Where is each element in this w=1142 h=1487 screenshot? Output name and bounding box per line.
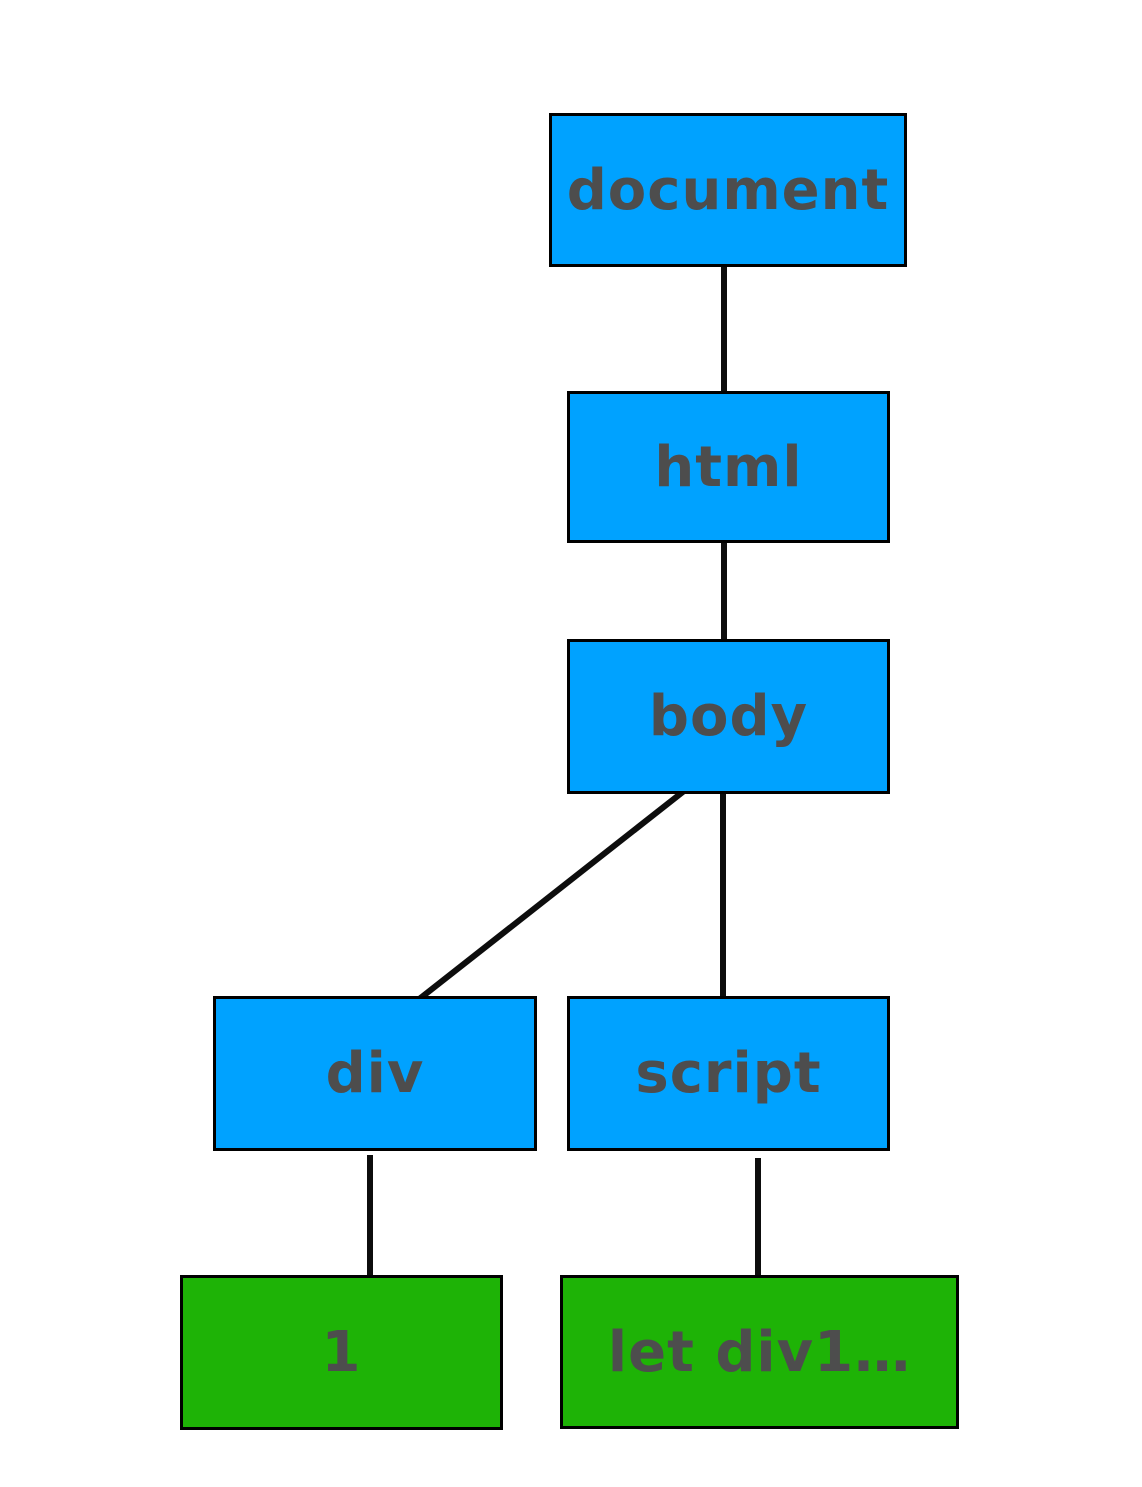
node-div-label: div bbox=[325, 1041, 425, 1106]
node-html: html bbox=[567, 391, 890, 543]
node-div: div bbox=[213, 996, 537, 1151]
node-div-text-label: 1 bbox=[321, 1320, 362, 1385]
node-document: document bbox=[549, 113, 907, 267]
node-script-label: script bbox=[635, 1041, 822, 1106]
edge-body-div bbox=[416, 788, 686, 1003]
node-script-text: let div1… bbox=[560, 1275, 959, 1429]
node-script-text-label: let div1… bbox=[607, 1319, 912, 1385]
node-body-label: body bbox=[648, 684, 809, 749]
node-body: body bbox=[567, 639, 890, 794]
node-script: script bbox=[567, 996, 890, 1151]
node-html-label: html bbox=[654, 434, 803, 500]
node-div-text: 1 bbox=[180, 1275, 503, 1430]
node-document-label: document bbox=[566, 157, 890, 223]
